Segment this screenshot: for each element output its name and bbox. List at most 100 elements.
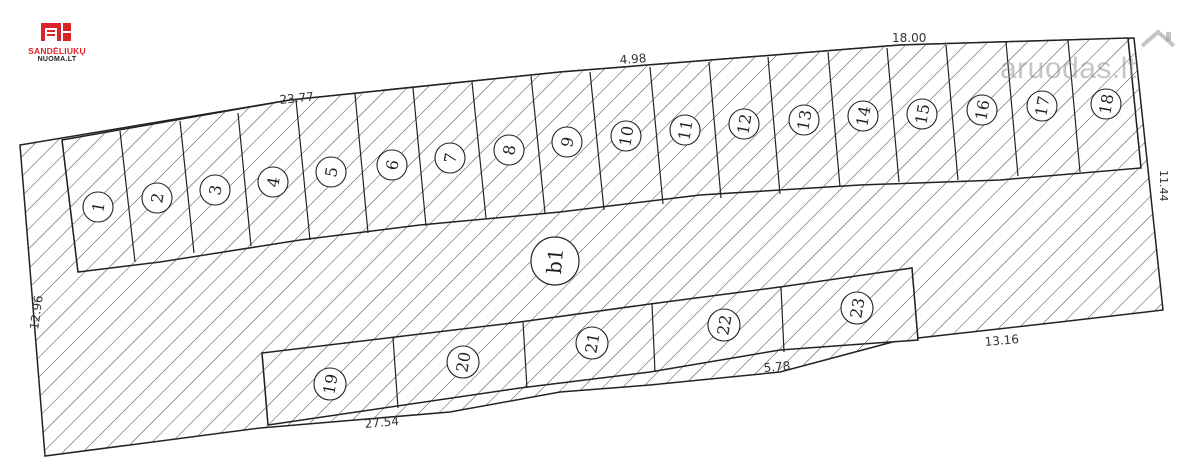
unit-circle — [1090, 88, 1122, 120]
unit-label: 7 — [434, 142, 466, 174]
unit-label: 17 — [1026, 90, 1058, 122]
unit-number: 5 — [321, 165, 341, 178]
unit-circle — [434, 142, 466, 174]
unit-circle — [707, 308, 741, 342]
unit-divider — [295, 99, 311, 241]
unit-label: 15 — [906, 98, 938, 130]
dim-bottom-left: 27.54 — [364, 414, 399, 431]
top-unit-dividers — [61, 37, 1142, 273]
unit-divider — [886, 47, 900, 183]
unit-number: 3 — [205, 183, 225, 196]
unit-circle — [313, 367, 347, 401]
unit-label: 6 — [376, 149, 408, 181]
unit-number: 23 — [846, 296, 868, 319]
bottom-unit-dividers — [261, 267, 919, 426]
unit-circle — [315, 156, 347, 188]
brand-logo: SANDĖLIUKŲ NUOMA.LT — [22, 20, 92, 70]
unit-label: 14 — [847, 100, 879, 132]
unit-circle — [669, 114, 701, 146]
unit-number: 22 — [713, 313, 735, 336]
unit-divider — [471, 81, 487, 219]
brand-name: SANDĖLIUKŲ — [28, 46, 86, 56]
unit-number: 9 — [557, 135, 577, 148]
unit-number: 1 — [88, 200, 108, 213]
unit-divider — [767, 56, 781, 195]
unit-divider — [61, 139, 79, 273]
unit-divider — [522, 321, 528, 389]
dim-left: 12.96 — [27, 294, 46, 330]
unit-label: 23 — [840, 291, 874, 325]
corridor-circle — [530, 236, 580, 286]
unit-label: 8 — [493, 134, 525, 166]
unit-label: 16 — [966, 94, 998, 126]
unit-label: 21 — [575, 326, 609, 360]
unit-number: 2 — [147, 191, 167, 204]
unit-divider — [179, 120, 195, 254]
unit-label: 19 — [313, 367, 347, 401]
unit-divider — [261, 352, 269, 426]
unit-number: 12 — [733, 112, 755, 135]
unit-divider — [412, 87, 427, 227]
unit-divider — [1067, 39, 1081, 173]
unit-number: 18 — [1095, 92, 1117, 115]
unit-label: 3 — [199, 174, 231, 206]
unit-label: 2 — [141, 182, 173, 214]
unit-circle — [966, 94, 998, 126]
unit-divider — [945, 44, 959, 181]
unit-label: 20 — [446, 345, 480, 379]
unit-label: 4 — [257, 166, 289, 198]
unit-number: 15 — [911, 102, 933, 125]
unit-number: 4 — [263, 175, 283, 188]
unit-divider — [119, 130, 136, 263]
unit-divider — [649, 66, 664, 205]
unit-circle — [446, 345, 480, 379]
unit-circle — [610, 120, 642, 152]
unit-label: 5 — [315, 156, 347, 188]
top-units-hatch — [62, 38, 1141, 272]
corridor-label: b1 — [542, 247, 568, 275]
unit-circle — [376, 149, 408, 181]
unit-circle — [847, 100, 879, 132]
unit-number: 8 — [499, 143, 519, 156]
unit-label: 11 — [669, 114, 701, 146]
unit-divider — [392, 337, 399, 409]
unit-circle — [493, 134, 525, 166]
unit-number: 19 — [319, 372, 341, 395]
unit-number: 6 — [382, 158, 402, 171]
unit-number: 13 — [793, 108, 815, 131]
unit-circle — [788, 104, 820, 136]
unit-number: 16 — [971, 98, 993, 121]
unit-circle — [906, 98, 938, 130]
unit-divider — [530, 75, 546, 214]
unit-divider — [911, 267, 919, 341]
dim-top-right: 18.00 — [892, 31, 926, 45]
unit-divider — [651, 303, 656, 373]
unit-circle — [82, 191, 114, 223]
dim-bottom-right: 13.16 — [984, 332, 1019, 349]
unit-number: 14 — [852, 104, 874, 127]
unit-label: 13 — [788, 104, 820, 136]
unit-number: 7 — [440, 151, 460, 164]
unit-divider — [708, 61, 722, 199]
unit-label: 9 — [551, 126, 583, 158]
unit-number: 10 — [615, 124, 637, 147]
unit-divider — [780, 286, 785, 353]
unit-circle — [728, 108, 760, 140]
unit-number: 17 — [1031, 94, 1053, 117]
unit-circle — [840, 291, 874, 325]
storage-unit-icon — [41, 23, 71, 41]
dim-top-left: 23.77 — [279, 89, 315, 107]
unit-circle — [141, 182, 173, 214]
unit-number: 20 — [452, 350, 474, 373]
unit-divider — [1005, 41, 1019, 177]
unit-label: 22 — [707, 308, 741, 342]
unit-label: 18 — [1090, 88, 1122, 120]
house-icon — [1140, 29, 1176, 48]
unit-circle — [575, 326, 609, 360]
unit-label: 12 — [728, 108, 760, 140]
dim-top-middle: 4.98 — [619, 51, 647, 67]
unit-label: 10 — [610, 120, 642, 152]
unit-divider — [1127, 37, 1142, 169]
